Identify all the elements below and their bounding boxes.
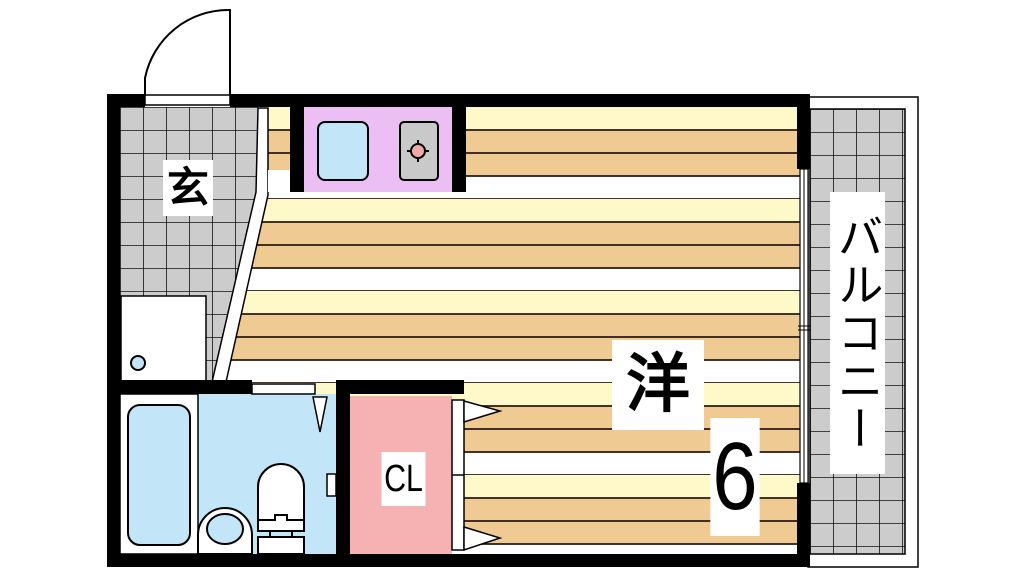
- outer-walls: [107, 94, 810, 567]
- kitchen-counter: [290, 100, 466, 192]
- toilet-icon: [257, 463, 305, 555]
- closet-door-icon: [463, 400, 503, 424]
- door-threshold: [144, 94, 231, 106]
- balcony-label: バルコニー: [830, 192, 885, 474]
- entrance-door: [144, 8, 231, 95]
- closet-label: CL: [381, 452, 426, 506]
- closet-door-icon: [463, 525, 503, 552]
- bathtub-icon: [127, 404, 191, 546]
- room-size-label: 6: [710, 418, 760, 536]
- shoe-cabinet: [120, 295, 207, 382]
- interior-walls: [107, 380, 464, 554]
- balcony-window: [798, 168, 810, 484]
- entrance-label: 玄: [163, 160, 213, 216]
- paper-holder-icon: [326, 473, 337, 497]
- western-room-label: 洋: [612, 340, 704, 430]
- bathroom-door-icon: [312, 396, 328, 433]
- bathroom: [119, 393, 337, 555]
- sink-icon: [317, 121, 369, 181]
- floor-gap: [268, 170, 290, 192]
- burner-icon: [410, 143, 426, 159]
